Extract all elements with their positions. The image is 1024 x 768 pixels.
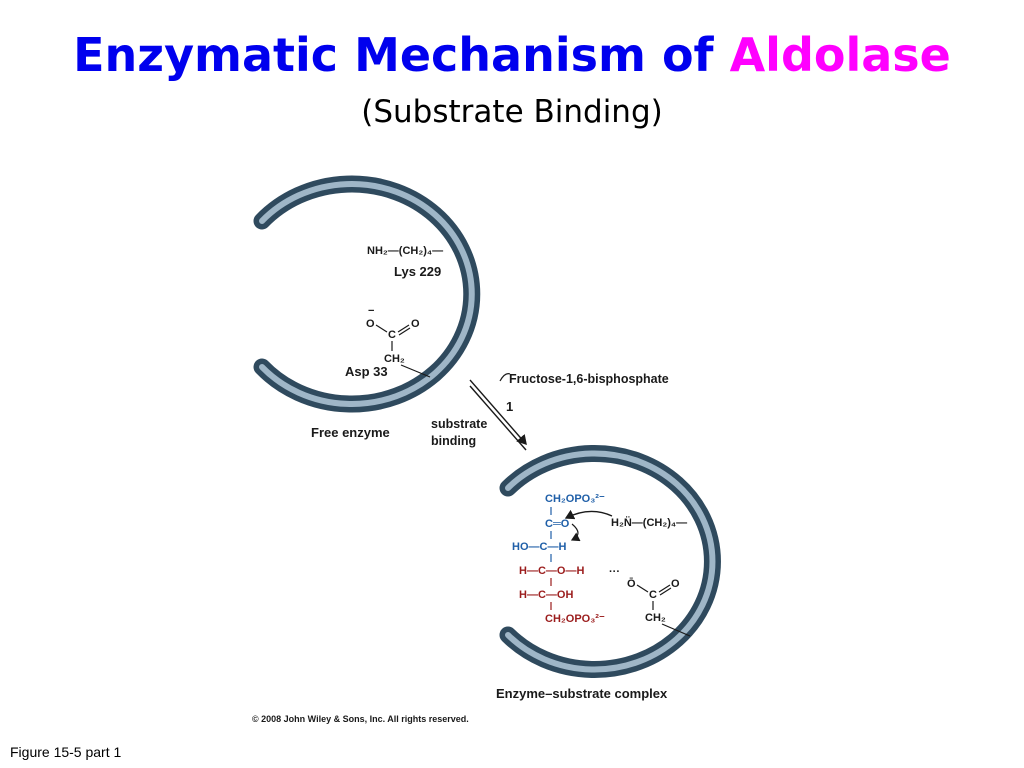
carbonyl-electron-arrow (570, 523, 581, 542)
complex-asp-bond-3 (659, 587, 672, 596)
free-enzyme-label: Free enzyme (311, 425, 390, 440)
complex-asp-o-minus: Ō (627, 578, 636, 590)
complex-h-c-o-h: H—C—O—H (519, 565, 584, 577)
asp33-label: Asp 33 (345, 364, 388, 379)
step-label-line1: substrate (431, 417, 487, 431)
figure-label: Figure 15-5 part 1 (10, 744, 122, 760)
nucleophilic-attack-arrow (564, 509, 613, 520)
asp33-bond-2 (397, 324, 410, 333)
lys229-label: Lys 229 (394, 264, 441, 279)
page-subtitle: (Substrate Binding) (361, 94, 663, 130)
copyright-notice: © 2008 John Wiley & Sons, Inc. All right… (252, 714, 469, 724)
asp33-bond-3 (398, 327, 411, 336)
substrate-name: Fructose-1,6-bisphosphate (509, 372, 669, 386)
complex-asp-ch2: CH₂ (645, 612, 666, 624)
free-enzyme-ring-highlight (259, 181, 475, 407)
complex-asp-bond-5 (661, 623, 691, 637)
asp33-charge: − (368, 305, 374, 317)
complex-h-c-oh: H—C—OH (519, 589, 573, 601)
page-title: Enzymatic Mechanism of Aldolase (0, 28, 1024, 82)
asp33-o2: O (411, 318, 420, 330)
complex-lys-group: H₂N̈—(CH₂)₄— (611, 516, 687, 529)
asp33-bond-1 (375, 324, 388, 333)
complex-asp-bond-2 (658, 584, 671, 593)
forward-arrow (469, 379, 527, 446)
asp33-ch2: CH₂ (384, 353, 405, 365)
complex-carbonyl: C═O (545, 518, 570, 530)
complex-ch2opo3-top: CH₂OPO₃²⁻ (545, 493, 605, 505)
substrate-entry-line (499, 373, 511, 382)
asp33-o1: O (366, 318, 375, 330)
hbond-dots: ··· (609, 566, 620, 578)
lys229-group: NH₂—(CH₂)₄— (367, 245, 443, 257)
complex-enzyme-ring-highlight (505, 450, 716, 673)
complex-asp-o: O (671, 578, 680, 590)
reverse-arrow (469, 385, 527, 451)
complex-asp-c: C (649, 589, 657, 601)
asp33-c: C (388, 329, 396, 341)
step-number: 1 (506, 399, 513, 414)
complex-label: Enzyme–substrate complex (496, 686, 668, 701)
complex-ho-c-h: HO—C—H (512, 541, 566, 553)
title-main: Enzymatic Mechanism of (73, 28, 730, 82)
step-label-line2: binding (431, 434, 476, 448)
complex-asp-bond-1 (636, 584, 649, 593)
title-accent: Aldolase (729, 28, 951, 82)
complex-ch2opo3-bottom: CH₂OPO₃²⁻ (545, 613, 605, 625)
asp33-bond-5 (400, 364, 431, 378)
